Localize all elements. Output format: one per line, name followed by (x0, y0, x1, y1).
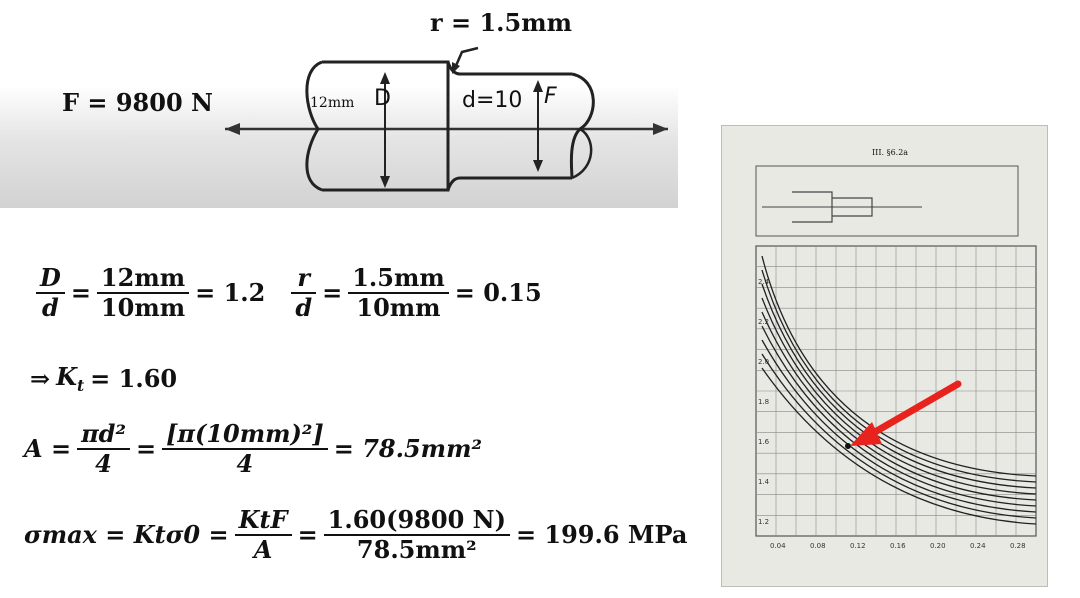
left-axis-arrowhead (225, 123, 240, 135)
kt-value: = 1.60 (90, 363, 178, 393)
small-section-outline (460, 72, 572, 180)
area-num2: [π(10mm)²] (162, 420, 328, 450)
kt-curve (761, 367, 1037, 525)
chart-photo-drawing: 0.04 0.08 0.12 0.16 0.20 0.24 0.28 2.4 2.2 2.0 1.8… (755, 165, 1037, 550)
radius-label: r = 1.5mm (430, 8, 573, 37)
kt-prefix: ⇒ (30, 363, 51, 393)
fillet-bottom (446, 176, 461, 191)
y-tick-label: 1.4 (758, 478, 770, 486)
force-arrow-letter: F (544, 84, 557, 109)
kt-curve (761, 325, 1037, 507)
y-tick-label: 2.4 (758, 278, 770, 286)
sigma-lhs: σmax = Ktσ0 = (24, 520, 229, 550)
small-section-break (569, 72, 595, 179)
area-den2: 4 (236, 448, 254, 478)
kt-curve (761, 269, 1037, 483)
small-diameter-label: d=10 (462, 88, 523, 113)
ratio-r-num: 1.5mm (348, 264, 449, 294)
large-section-outline (322, 60, 450, 192)
y-tick-label: 2.2 (758, 318, 769, 326)
y-tick-label: 1.2 (758, 518, 769, 526)
ratio-r-result: = 0.15 (454, 278, 542, 308)
kt-sub: t (76, 375, 85, 395)
sigma-num2: 1.60(9800 N) (323, 506, 510, 536)
y-tick-label: 2.0 (758, 358, 769, 366)
big-diameter-value: 12mm (310, 95, 355, 111)
x-tick-label: 0.12 (850, 542, 866, 550)
large-section-break (305, 60, 323, 192)
ratio-r-lhs-num: r (291, 264, 317, 294)
kt-equation: ⇒ Kt = 1.60 (30, 362, 183, 395)
inset-box (755, 165, 1019, 237)
ratio-r-den: 10mm (356, 292, 441, 322)
force-label: F = 9800 N (62, 88, 213, 117)
chart-header: III. §6.2a (872, 148, 909, 157)
kt-curve (761, 339, 1037, 513)
sigma-num1: KtF (234, 506, 292, 536)
sigma-den1: A (253, 534, 273, 564)
area-lhs: A = (24, 434, 72, 464)
sigma-result: = 199.6 MPa (515, 520, 688, 550)
kt-var: K (56, 362, 77, 391)
area-result: = 78.5mm² (333, 434, 482, 464)
y-tick-label: 1.6 (758, 438, 770, 446)
shaft-diagram (225, 46, 668, 192)
area-num1: πd² (77, 420, 130, 450)
ratio-d-num: 12mm (96, 264, 190, 294)
ratio-r-lhs-den: d (295, 292, 313, 322)
kt-marker-dot (845, 443, 851, 449)
x-tick-label: 0.04 (770, 542, 786, 550)
x-tick-label: 0.08 (810, 542, 826, 550)
y-tick-label: 1.8 (758, 398, 769, 406)
kt-curve (761, 283, 1037, 489)
ratio-d-lhs-num: D (36, 264, 65, 294)
x-tick-label: 0.16 (890, 542, 906, 550)
kt-curve (761, 353, 1037, 519)
kt-curve (761, 297, 1037, 495)
area-den1: 4 (95, 448, 112, 478)
radius-leader (453, 46, 479, 69)
sigma-den2: 78.5mm² (356, 534, 477, 564)
ratio-d-lhs-den: d (42, 292, 59, 322)
ratio-d-result: = 1.2 (195, 278, 266, 308)
ratio-d-den: 10mm (100, 292, 186, 322)
pointer-arrow-head (850, 422, 882, 446)
diagram-background (0, 86, 678, 208)
right-axis-arrowhead (653, 123, 668, 135)
chart-photo: III. §6.2a 0.04 0.08 0.12 0.16 0.20 0.24 0.28 2… (721, 125, 1048, 587)
kt-curve (761, 311, 1037, 501)
kt-curve (761, 255, 1037, 477)
big-diameter-letter: D (374, 86, 391, 111)
x-tick-label: 0.20 (930, 542, 946, 550)
x-tick-label: 0.28 (1010, 542, 1026, 550)
pointer-arrow-shaft (864, 380, 962, 440)
x-tick-label: 0.24 (970, 542, 986, 550)
